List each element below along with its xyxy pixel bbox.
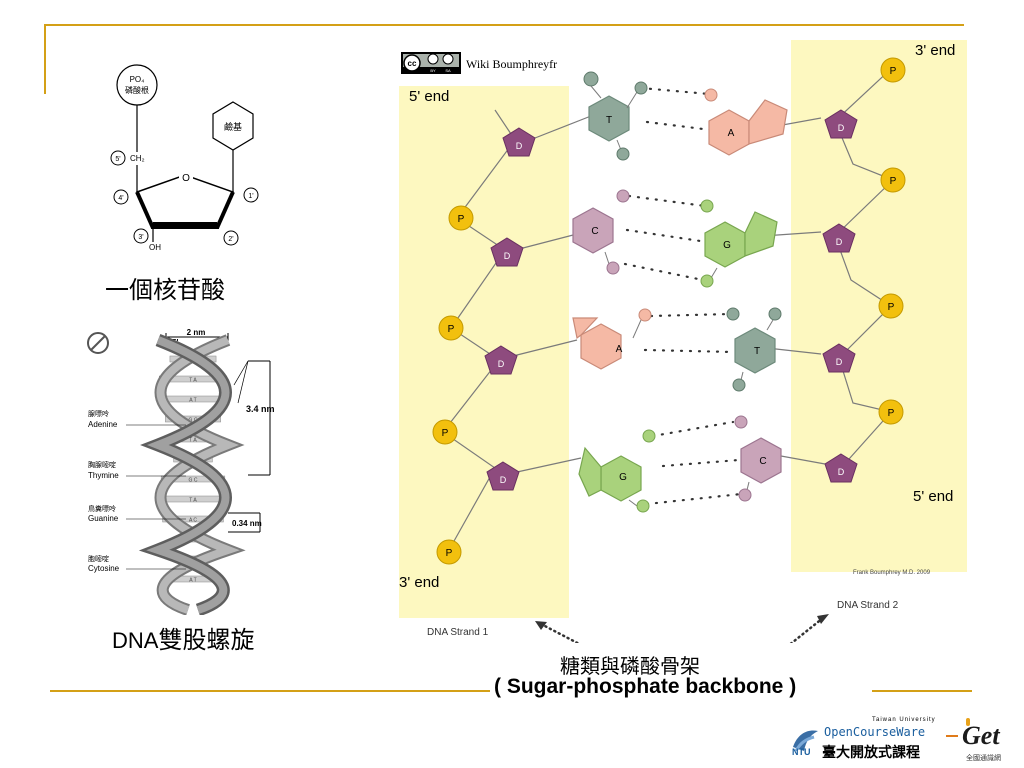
- carbon-2: 2': [228, 236, 233, 243]
- cytosine-en: Cytosine: [88, 564, 120, 573]
- sugar-s1-4: D: [500, 475, 507, 485]
- base-pair-label: A T: [189, 578, 196, 584]
- sugar-s1-3: D: [498, 359, 505, 369]
- phosphate-s1-2: P: [448, 324, 455, 335]
- strand1-backbone-highlight: [399, 86, 569, 618]
- nucleotide-caption: 一個核苷酸: [105, 276, 225, 304]
- base-c-2: C: [591, 226, 598, 237]
- base-pair-label: T A: [189, 498, 197, 504]
- base-pair-label: G C: [189, 478, 198, 484]
- hydrogen-bonds: [623, 86, 743, 506]
- sugar-s2-1: D: [838, 123, 845, 133]
- helix-caption-suffix: 雙股螺旋: [158, 626, 255, 654]
- thymine-en: Thymine: [88, 471, 119, 480]
- adenine-en: Adenine: [88, 420, 118, 429]
- cc-icon: cc: [408, 59, 417, 68]
- phosphate-label: PO₄: [130, 75, 145, 84]
- sugar-s1-1: D: [516, 141, 523, 151]
- phosphate-label-cn: 磷酸根: [125, 85, 149, 95]
- ch2-label: CH₂: [130, 154, 145, 163]
- bottom-rule-left: [50, 690, 490, 692]
- carbon-5: 5': [115, 156, 120, 163]
- thymine-cn: 胸腺嘧啶: [88, 460, 116, 469]
- sugar-s2-4: D: [838, 467, 845, 477]
- carbon-3: 3': [138, 234, 143, 241]
- sugar-s1-2: D: [504, 251, 511, 261]
- base-pair-label: A T: [189, 398, 196, 404]
- license-credit: Wiki Boumphreyfr: [466, 57, 558, 71]
- carbon-1: 1': [248, 193, 253, 200]
- phosphate-s1-3: P: [442, 428, 449, 439]
- carbon-4: 4': [118, 195, 123, 202]
- phosphate-s1-1: P: [458, 214, 465, 225]
- logo-tiny-text: Taiwan University: [872, 717, 936, 723]
- strand1-3-end: 3' end: [399, 574, 439, 591]
- strand1-5-end: 5' end: [409, 88, 449, 105]
- left-border: [44, 24, 46, 94]
- ntu-emblem-icon: [793, 730, 818, 752]
- strand2-5-end: 5' end: [913, 488, 953, 505]
- base-pair-2: C G: [572, 189, 778, 288]
- base-c-4: C: [759, 456, 766, 467]
- cc-sa-label: SA: [445, 68, 451, 73]
- logo-dash: [946, 735, 958, 737]
- adenine-cn: 腺嘌呤: [88, 409, 109, 418]
- rise-label: 0.34 nm: [232, 519, 262, 528]
- guanine-cn: 鳥糞嘌呤: [88, 504, 116, 513]
- author-credit: Frank Boumphrey M.D. 2009: [853, 570, 931, 576]
- dna-base-pairing-diagram: cc BY SA T: [399, 40, 967, 643]
- cc-by-label: BY: [430, 68, 436, 73]
- base-t-1: T: [606, 115, 612, 126]
- base-pair-3: A T: [572, 307, 782, 392]
- oxygen-label: O: [182, 173, 190, 184]
- logo-ntu: NTU: [792, 747, 811, 757]
- cytosine-cn: 胞嘧啶: [88, 554, 109, 563]
- oh-label: OH: [149, 243, 161, 252]
- helix-caption: DNA雙股螺旋: [112, 620, 254, 655]
- base-t-3: T: [754, 346, 760, 357]
- get-spark: [966, 718, 970, 726]
- logo-cn-text: 臺大開放式課程: [822, 745, 920, 761]
- backbone-caption-cn: 糖類與磷酸骨架: [560, 654, 700, 678]
- phosphate-s2-1: P: [890, 66, 897, 77]
- base-pair-label: G C: [189, 418, 198, 424]
- cc-license-badge: cc BY SA: [401, 52, 461, 74]
- base-pair-4: G C: [578, 415, 782, 513]
- base-pair-label: T A: [189, 438, 197, 444]
- base-pair-1: T A: [583, 71, 788, 161]
- get-sub: 全國通識網: [966, 755, 1001, 762]
- strand2-name: DNA Strand 2: [837, 600, 899, 611]
- top-border: [44, 24, 964, 26]
- base-g-2: G: [723, 240, 731, 251]
- strand2-3-end: 3' end: [915, 42, 955, 59]
- bottom-rule-right: [872, 690, 972, 692]
- base-label: 鹼基: [224, 121, 242, 132]
- sugar-s2-3: D: [836, 357, 843, 367]
- phosphate-s1-4: P: [446, 548, 453, 559]
- backbone-caption-en: ( Sugar-phosphate backbone ): [494, 675, 797, 698]
- ocw-logo[interactable]: Taiwan University OpenCourseWare NTU 臺大開…: [790, 715, 1020, 765]
- helix-caption-prefix: DNA: [112, 628, 159, 653]
- base-pair-label: A C: [189, 518, 197, 524]
- double-helix-diagram: 2 nm 5' 3' G CT AA TG CT AA CG CT AA CC …: [87, 328, 275, 615]
- phosphate-s2-2: P: [890, 176, 897, 187]
- sugar-s2-2: D: [836, 237, 843, 247]
- phosphate-s2-3: P: [888, 302, 895, 313]
- base-g-4: G: [619, 472, 627, 483]
- base-a-1: A: [728, 128, 735, 139]
- strand1-backbone: D P D P D P D P: [432, 127, 536, 565]
- nucleotide-structure: PO₄ 磷酸根 5' CH₂ 4' O 1' 鹼基 3' OH 2': [110, 64, 259, 252]
- base-a-3: A: [616, 344, 623, 355]
- phosphate-s2-4: P: [888, 408, 895, 419]
- guanine-en: Guanine: [88, 514, 119, 523]
- helix-width-label: 2 nm: [187, 328, 206, 337]
- strand1-name: DNA Strand 1: [427, 627, 489, 638]
- strand2-backbone: P D P D P D P D: [822, 57, 906, 483]
- logo-en-text: OpenCourseWare: [824, 725, 926, 739]
- base-pair-label: T A: [189, 378, 197, 384]
- pitch-label: 3.4 nm: [246, 404, 275, 414]
